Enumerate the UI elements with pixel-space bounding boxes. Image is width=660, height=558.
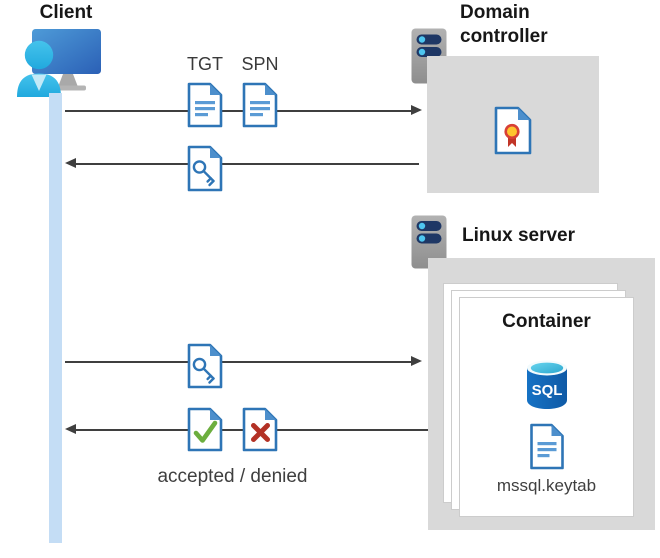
arrow-dc-to-client-line: [76, 163, 419, 165]
keytab-label: mssql.keytab: [496, 476, 597, 495]
arrow-container-to-client-head-icon: [65, 424, 76, 434]
sql-database-icon: SQL: [526, 360, 567, 409]
arrow-client-to-container-line: [65, 361, 412, 363]
linux-server-icon: [411, 215, 447, 269]
client-label: Client: [39, 2, 93, 23]
container-card: Container SQL mssql.keytab: [459, 297, 634, 517]
tgt-document-icon: [187, 82, 223, 128]
arrow-client-to-container-head-icon: [411, 356, 422, 366]
accepted-denied-label: accepted / denied: [157, 466, 308, 487]
client-lifeline: [49, 93, 62, 543]
certificate-icon: [494, 106, 532, 155]
ticket-key-document-icon: [187, 145, 223, 192]
linux-server-label: Linux server: [462, 225, 575, 246]
tgt-label: TGT: [187, 54, 223, 74]
domain-controller-box: [427, 56, 599, 193]
arrow-client-to-dc-line: [65, 110, 412, 112]
domain-controller-label: Domain controller: [460, 2, 548, 47]
spn-label: SPN: [241, 54, 279, 74]
ticket-key-document-icon-2: [187, 343, 223, 389]
spn-document-icon: [242, 82, 278, 128]
keytab-document-icon: [529, 423, 564, 470]
denied-x-document-icon: [242, 407, 278, 452]
container-label: Container: [502, 311, 591, 332]
accepted-check-document-icon: [187, 407, 223, 452]
client-icon: [17, 29, 101, 97]
arrow-dc-to-client-head-icon: [65, 158, 76, 168]
arrow-client-to-dc-head-icon: [411, 105, 422, 115]
sql-text: SQL: [531, 382, 562, 399]
